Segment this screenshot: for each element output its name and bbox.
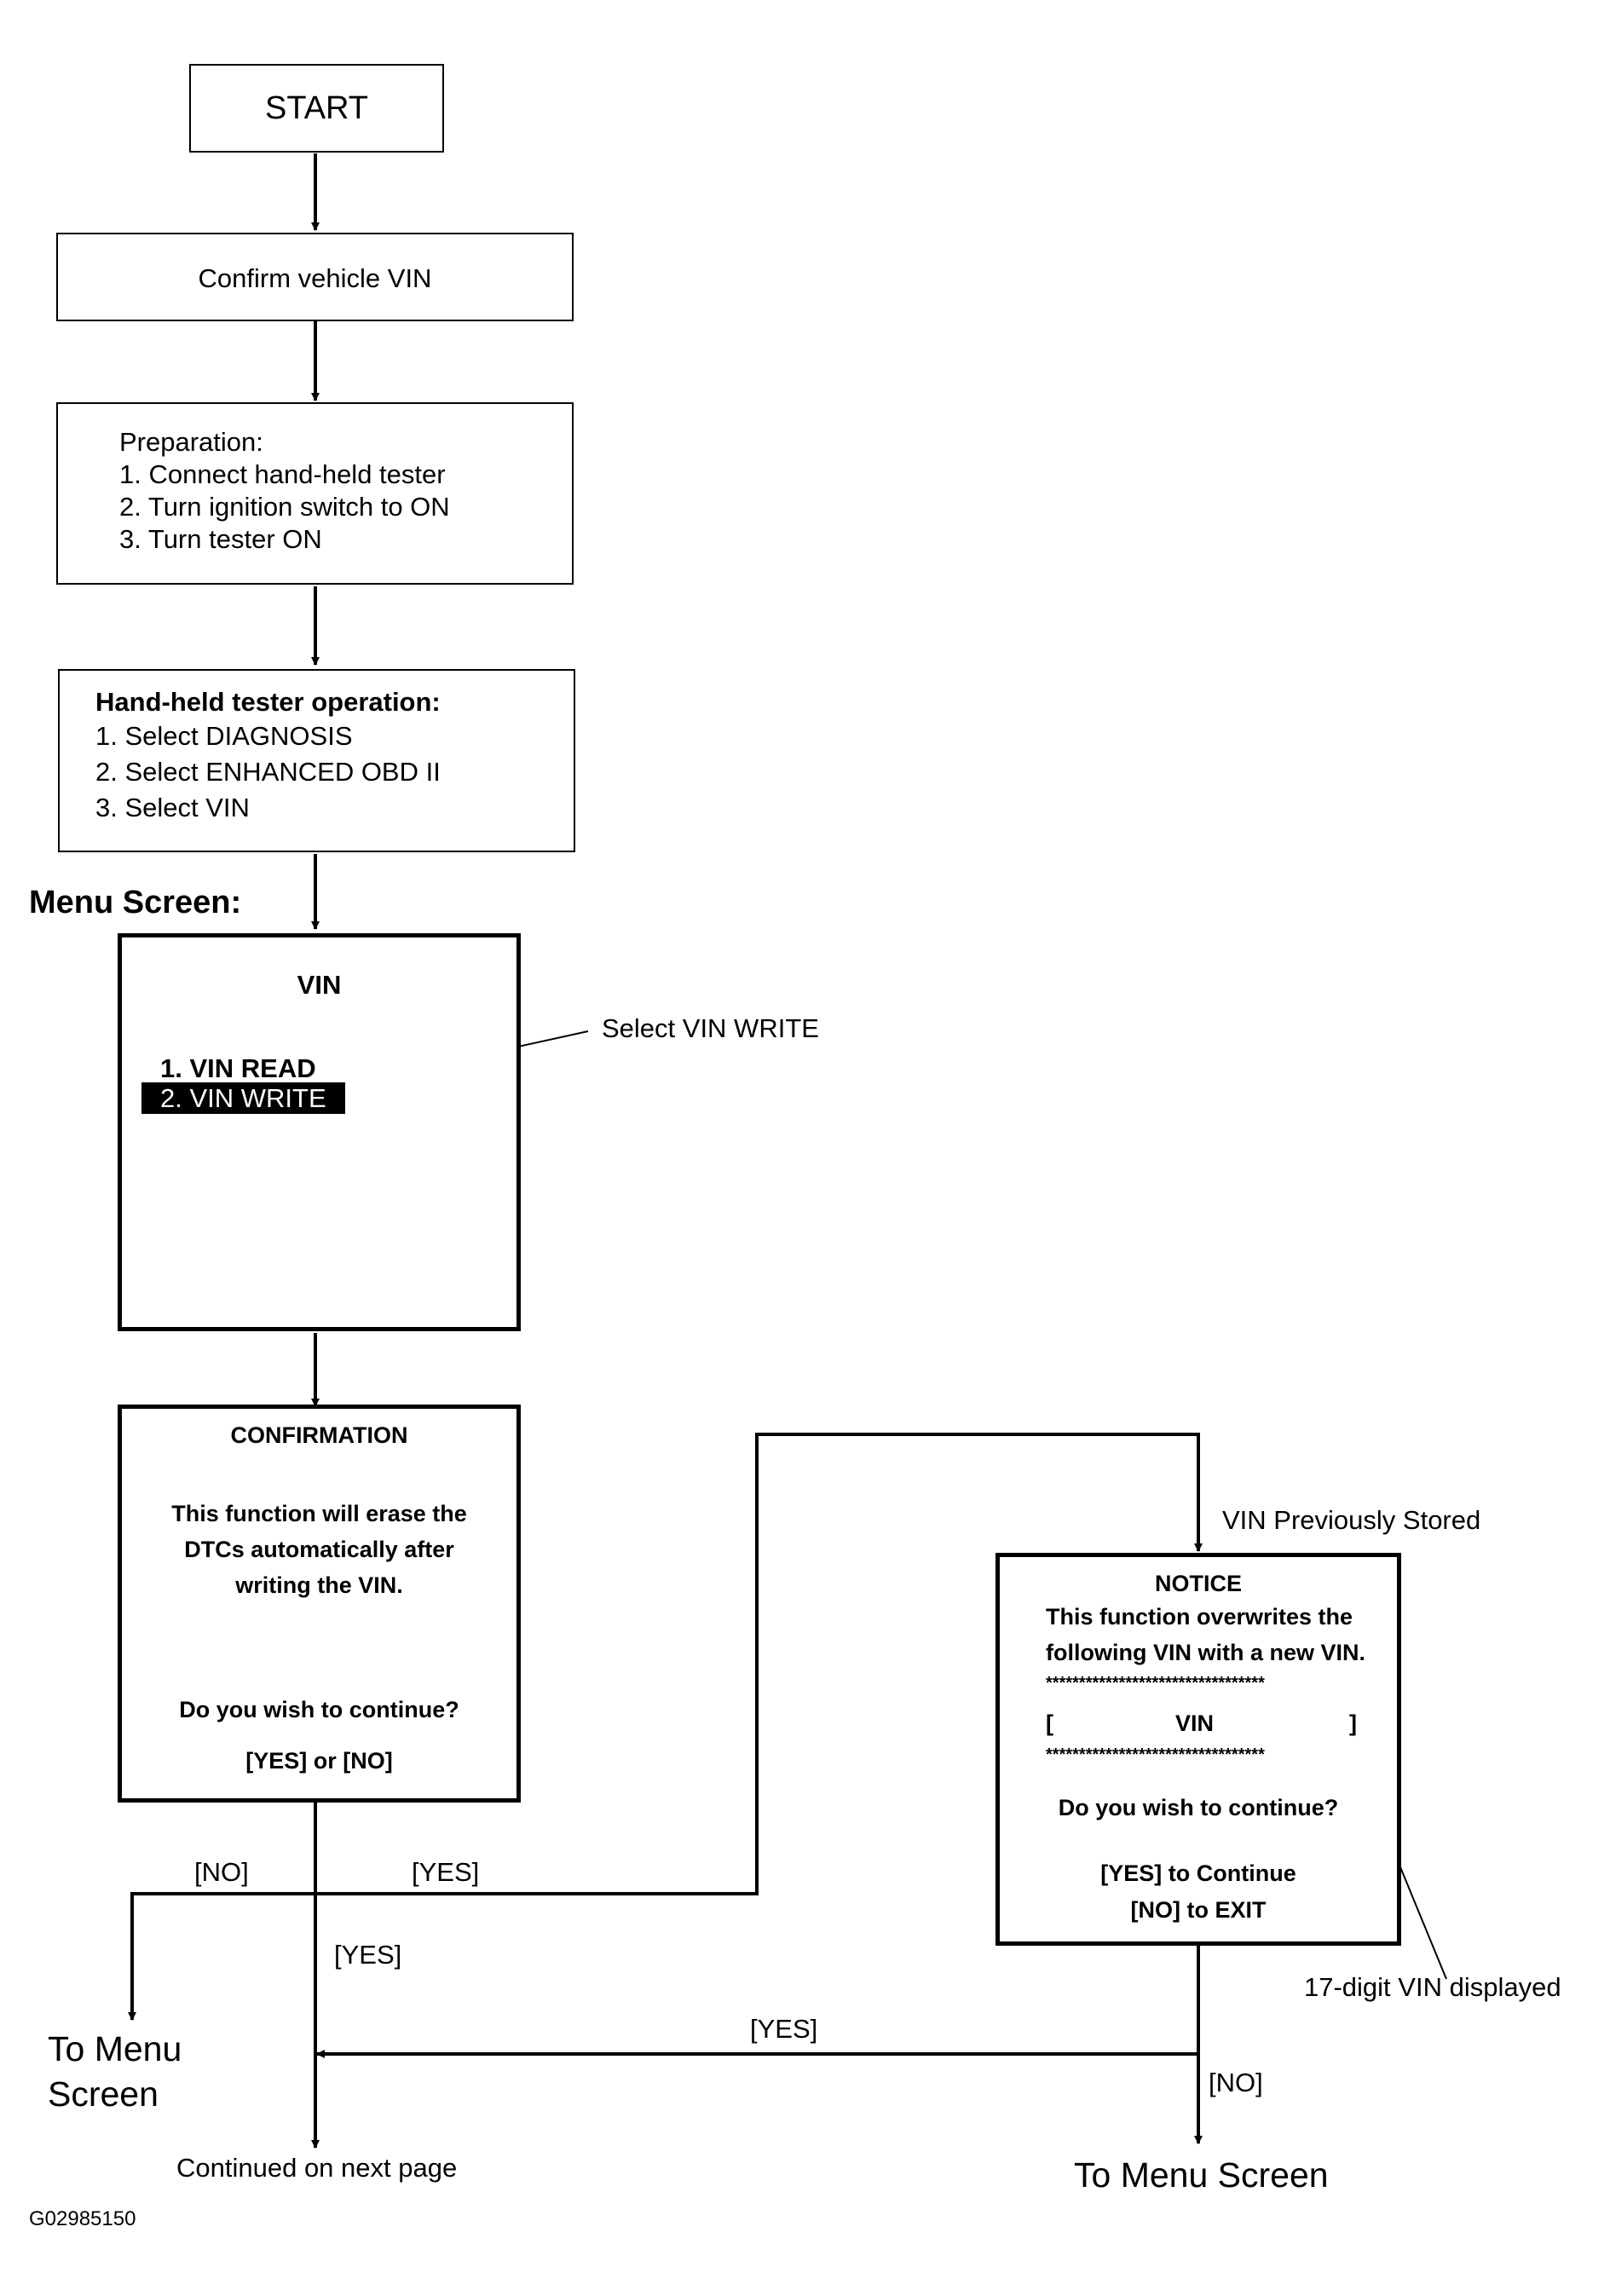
tester-operation-step: 3. Select VIN [95, 793, 250, 822]
menu-item-vin-read: 1. VIN READ [160, 1053, 316, 1083]
menu-screen-box: VIN 1. VIN READ 2. VIN WRITE [118, 933, 521, 1331]
notice-title: NOTICE [1154, 1571, 1242, 1596]
preparation-step: 2. Turn ignition switch to ON [119, 492, 450, 522]
notice-box: NOTICE This function overwrites the foll… [995, 1553, 1401, 1946]
label-to-menu-screen-right: To Menu Screen [1074, 2155, 1329, 2195]
confirmation-options: [YES] or [NO] [245, 1748, 393, 1774]
label-yes-notice: [YES] [750, 2014, 818, 2044]
menu-screen-label: Menu Screen: [29, 885, 242, 920]
label-17-digit-vin: 17-digit VIN displayed [1304, 1972, 1561, 2002]
preparation-step: 3. Turn tester ON [119, 524, 322, 554]
confirmation-title: CONFIRMATION [230, 1422, 408, 1448]
notice-vin: VIN [1175, 1710, 1215, 1736]
label-no-notice: [NO] [1209, 2068, 1263, 2097]
confirmation-message: This function will erase the [171, 1501, 467, 1526]
label-continued-next-page: Continued on next page [176, 2153, 458, 2183]
preparation-step: 1. Connect hand-held tester [119, 459, 446, 489]
preparation-box: Preparation: 1. Connect hand-held tester… [56, 402, 574, 585]
notice-stars-top: ********************************* [1046, 1674, 1265, 1693]
notice-bracket-right: ] [1349, 1710, 1357, 1736]
confirm-vin-label: Confirm vehicle VIN [198, 263, 432, 293]
preparation-title: Preparation: [119, 427, 263, 457]
label-yes-down: [YES] [334, 1940, 402, 1970]
label-to-menu-screen-left: Screen [48, 2074, 159, 2114]
confirmation-message: DTCs automatically after [184, 1537, 454, 1562]
figure-code: G02985150 [29, 2207, 136, 2230]
notice-message: This function overwrites the [1046, 1604, 1353, 1630]
label-no-left: [NO] [194, 1857, 249, 1887]
notice-yes: [YES] to Continue [1100, 1860, 1296, 1886]
line-no-to-menu [128, 1892, 315, 2021]
start-box: START [189, 64, 444, 153]
callout-select-vin-write: Select VIN WRITE [602, 1013, 819, 1043]
label-yes-right: [YES] [412, 1857, 480, 1887]
confirm-vin-box: Confirm vehicle VIN [56, 233, 574, 321]
tester-operation-step: 1. Select DIAGNOSIS [95, 721, 353, 751]
notice-bracket-left: [ [1046, 1710, 1053, 1736]
menu-screen-title: VIN [297, 970, 342, 1000]
line-yes-to-notice [315, 1433, 1203, 1895]
confirmation-box: CONFIRMATION This function will erase th… [118, 1405, 521, 1803]
confirmation-message: writing the VIN. [235, 1572, 403, 1598]
menu-item-vin-write: 2. VIN WRITE [141, 1082, 345, 1115]
tester-operation-step: 2. Select ENHANCED OBD II [95, 757, 441, 787]
start-label: START [264, 90, 369, 126]
confirmation-question: Do you wish to continue? [179, 1697, 459, 1722]
label-to-menu-screen-left: To Menu [48, 2029, 182, 2068]
notice-stars-bottom: ********************************* [1046, 1745, 1265, 1764]
notice-no: [NO] to EXIT [1130, 1897, 1267, 1923]
tester-operation-title: Hand-held tester operation: [95, 687, 441, 717]
tester-operation-box: Hand-held tester operation: 1. Select DI… [58, 669, 575, 852]
label-vin-previously-stored: VIN Previously Stored [1222, 1505, 1481, 1535]
notice-message: following VIN with a new VIN. [1046, 1640, 1366, 1665]
notice-question: Do you wish to continue? [1058, 1795, 1339, 1820]
